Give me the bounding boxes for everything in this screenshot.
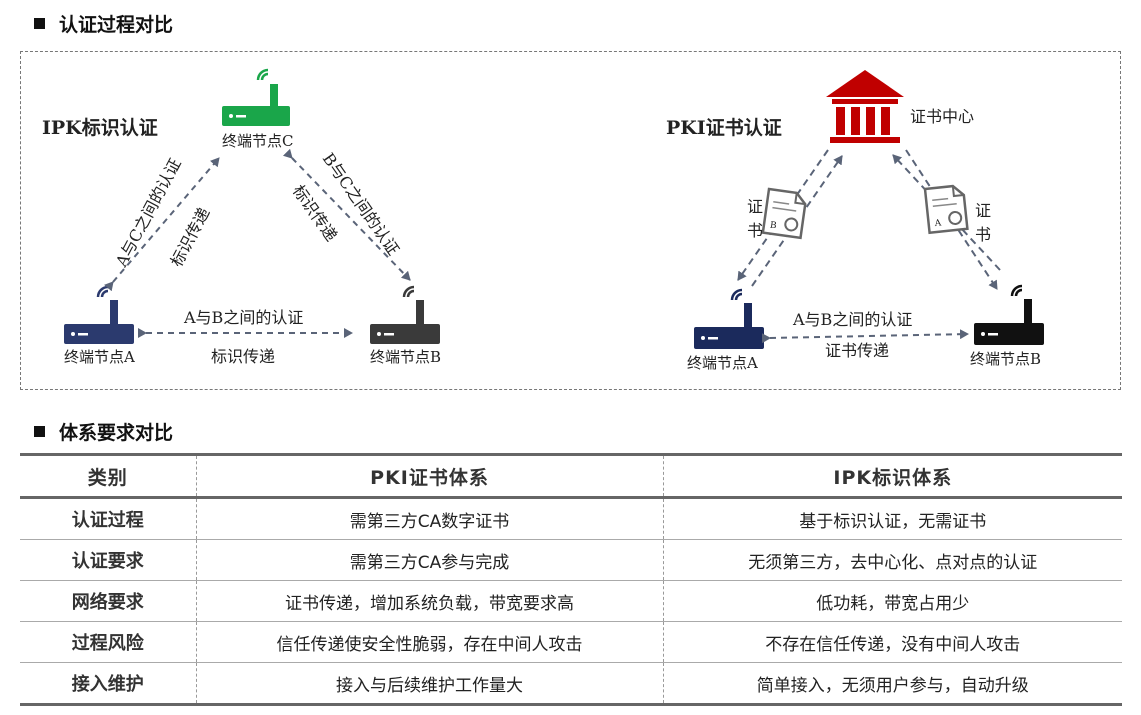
arrow-center-to-a — [737, 149, 829, 281]
row-category: 接入维护 — [20, 662, 197, 706]
certificate-document-icon: B — [761, 187, 807, 240]
cert-right-char1: 证 — [975, 201, 991, 220]
node-b-label: 终端节点B — [370, 348, 441, 366]
table-row: 认证要求 需第三方CA参与完成 无须第三方，去中心化、点对点的认证 — [20, 539, 1122, 581]
table-row: 过程风险 信任传递使安全性脆弱，存在中间人攻击 不存在信任传递，没有中间人攻击 — [20, 621, 1122, 663]
pki-node-b-label: 终端节点B — [970, 350, 1041, 368]
bc-auth-label: B与C之间的认证 — [319, 149, 403, 258]
comparison-table: 类别 PKI证书体系 IPK标识体系 认证过程 需第三方CA数字证书 基于标识认… — [20, 453, 1122, 706]
header-ipk: IPK标识体系 — [662, 453, 1122, 499]
table-row: 网络要求 证书传递，增加系统负载，带宽要求高 低功耗，带宽占用少 — [20, 580, 1122, 622]
pki-router-a-icon — [694, 288, 764, 349]
ab-auth-label: A与B之间的认证 — [183, 308, 303, 327]
row-category: 认证要求 — [20, 539, 197, 581]
arrow-a-c — [104, 157, 220, 292]
certificate-center-icon — [826, 70, 904, 143]
row-ipk-cell: 低功耗，带宽占用少 — [662, 580, 1122, 622]
section-title-system: 体系要求对比 — [34, 418, 173, 445]
section-title-auth: 认证过程对比 — [34, 10, 173, 37]
row-pki-cell: 证书传递，增加系统负载，带宽要求高 — [195, 580, 664, 622]
cert-doc-letter: A — [933, 218, 942, 229]
header-pki: PKI证书体系 — [195, 453, 664, 499]
row-pki-cell: 需第三方CA参与完成 — [195, 539, 664, 581]
cert-left-char2: 书 — [747, 221, 763, 240]
auth-diagram: IPK标识认证 终端节点C 终端节点A 终端节点B A与C之间的认证 标识传递 … — [42, 68, 1044, 372]
row-pki-cell: 需第三方CA数字证书 — [195, 497, 664, 540]
row-ipk-cell: 简单接入，无须用户参与，自动升级 — [662, 662, 1122, 706]
header-category: 类别 — [20, 453, 197, 499]
pki-ab-transfer-label: 证书传递 — [825, 341, 889, 360]
ab-transfer-label: 标识传递 — [211, 347, 275, 366]
certificate-document-icon: A — [923, 184, 969, 235]
pki-router-b-icon — [974, 284, 1044, 345]
router-c-icon — [222, 68, 290, 126]
row-pki-cell: 接入与后续维护工作量大 — [195, 662, 664, 706]
router-b-icon — [370, 285, 440, 344]
row-ipk-cell: 无须第三方，去中心化、点对点的认证 — [662, 539, 1122, 581]
row-category: 认证过程 — [20, 497, 197, 540]
row-ipk-cell: 基于标识认证，无需证书 — [662, 497, 1122, 540]
ipk-title: IPK标识认证 — [42, 116, 158, 139]
square-bullet-icon — [34, 426, 45, 437]
row-pki-cell: 信任传递使安全性脆弱，存在中间人攻击 — [195, 621, 664, 663]
node-c-label: 终端节点C — [222, 132, 293, 150]
cert-left-char1: 证 — [747, 197, 763, 216]
ac-transfer-label: 标识传递 — [167, 204, 214, 269]
pki-title: PKI证书认证 — [666, 116, 782, 139]
table-row: 接入维护 接入与后续维护工作量大 简单接入，无须用户参与，自动升级 — [20, 662, 1122, 706]
diagram-frame — [20, 51, 1121, 390]
pki-arrow-a-b — [761, 329, 969, 344]
arrow-a-to-center — [751, 155, 843, 287]
row-category: 过程风险 — [20, 621, 197, 663]
arrow-center-to-b — [905, 149, 998, 290]
cert-right-char2: 书 — [975, 225, 991, 244]
row-category: 网络要求 — [20, 580, 197, 622]
row-ipk-cell: 不存在信任传递，没有中间人攻击 — [662, 621, 1122, 663]
bc-transfer-label: 标识传递 — [289, 181, 341, 244]
pki-node-a-label: 终端节点A — [687, 354, 758, 372]
router-a-icon — [64, 285, 134, 344]
node-a-label: 终端节点A — [64, 348, 135, 366]
square-bullet-icon — [34, 18, 45, 29]
table-header-row: 类别 PKI证书体系 IPK标识体系 — [20, 453, 1122, 499]
table-row: 认证过程 需第三方CA数字证书 基于标识认证，无需证书 — [20, 497, 1122, 540]
cert-doc-letter: B — [769, 221, 777, 232]
pki-ab-auth-label: A与B之间的认证 — [792, 310, 912, 329]
cert-center-label: 证书中心 — [910, 107, 974, 126]
